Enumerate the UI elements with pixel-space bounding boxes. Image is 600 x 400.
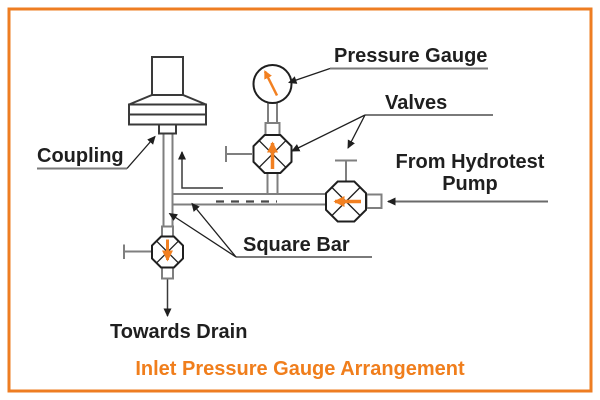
inlet-valve-stem: [365, 193, 383, 209]
diagram-title: Inlet Pressure Gauge Arrangement: [135, 358, 465, 380]
square-bar-pipe: [171, 193, 327, 206]
leader-coupling: [126, 135, 156, 169]
coupling-assembly: [128, 56, 207, 135]
vertical-pipe: [162, 132, 174, 228]
gauge-valve-icon: [252, 134, 293, 174]
piping-group: [123, 102, 383, 280]
label-underlines: [37, 67, 493, 258]
label-valves: Valves: [385, 92, 448, 114]
label-square-bar: Square Bar: [243, 234, 350, 256]
label-coupling: Coupling: [37, 145, 124, 167]
gauge-needle-icon: [263, 70, 279, 97]
pressure-gauge-dial-icon: [252, 64, 293, 104]
label-from-hydrotest-line1: From Hydrotest: [395, 151, 545, 173]
leader-valves-left: [291, 114, 366, 152]
label-from-hydrotest-line2: Pump: [442, 173, 498, 195]
elbow-flow-arrow-icon: [178, 151, 223, 189]
coupling-neck: [158, 123, 177, 135]
leader-square-bar-a: [191, 202, 237, 258]
drain-valve-icon: [151, 235, 184, 269]
label-towards-drain: Towards Drain: [110, 321, 248, 343]
middle-valve-stem: [266, 171, 279, 195]
label-from-hydrotest-pump: From Hydrotest Pump: [390, 151, 550, 195]
label-pressure-gauge: Pressure Gauge: [334, 45, 488, 67]
inlet-valve-icon: [325, 180, 367, 223]
leader-pressure-gauge: [288, 67, 331, 84]
coupling-top-stub: [151, 56, 184, 96]
frame-border: [7, 7, 593, 393]
coupling-taper: [128, 94, 207, 106]
gauge-stem-upper: [267, 102, 278, 124]
leader-valves-right: [347, 114, 366, 149]
leader-lines: [126, 67, 366, 258]
leader-square-bar-b: [168, 212, 237, 258]
